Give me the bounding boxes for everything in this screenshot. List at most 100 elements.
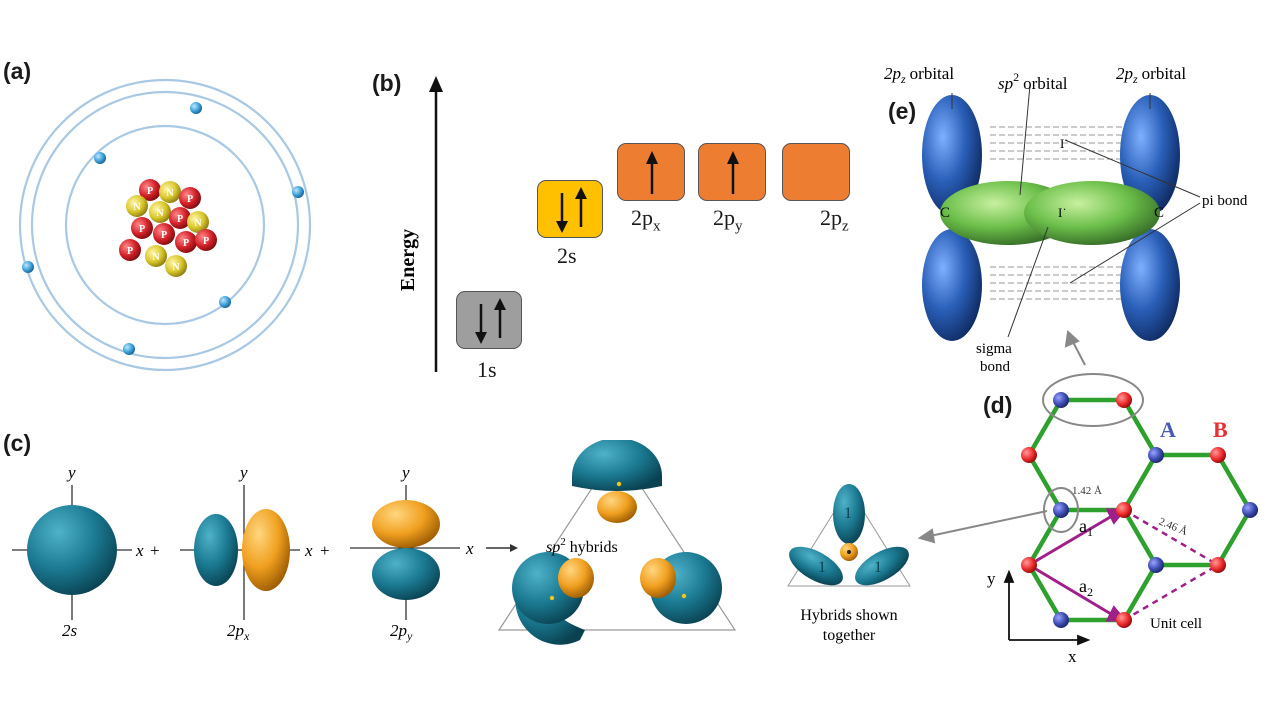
plus-sign-1: + [150, 541, 160, 560]
pz-lobe-left-top [922, 95, 982, 215]
outer-orbit-2 [30, 90, 300, 360]
sigma-bond-line1: sigma [976, 341, 1012, 357]
hybrids-together-line1: Hybrids shown [800, 607, 897, 624]
level-label-2px: 2px [631, 205, 661, 235]
electron-orbits [18, 78, 312, 372]
sp2-lobe-right [1024, 181, 1160, 245]
outer-orbit-1 [18, 78, 312, 372]
svg-text:N: N [166, 188, 174, 199]
orbital-2px: y x + 2px [180, 463, 330, 643]
paired-electron-arrows [475, 298, 506, 344]
orbital-2py: y x 2py [350, 463, 474, 643]
pz-lobe-right-bottom [1120, 229, 1180, 341]
level-label-2py: 2py [713, 205, 743, 235]
orbital-box-2s [537, 180, 603, 238]
pz-lobe-right-top [1120, 95, 1180, 215]
site-a-atoms [1053, 392, 1258, 628]
sigma-electron: I˙ [1058, 205, 1067, 220]
site-b-atoms [1021, 392, 1226, 628]
pointer-arrows [917, 330, 1086, 544]
axis-x-2py: x [465, 539, 474, 558]
lattice-constant-label: 2.46 Å [1157, 516, 1189, 538]
svg-text:1: 1 [818, 559, 826, 576]
label-2py: 2py [390, 621, 413, 643]
pi-bond-label: pi bond [1202, 193, 1248, 209]
panel-label-b: (b) [372, 70, 402, 96]
orbital-box-2pz [782, 143, 850, 201]
label-2px: 2px [227, 621, 250, 643]
svg-text:1: 1 [844, 505, 852, 522]
svg-text:P: P [161, 230, 167, 241]
arrow-to-hybrids [486, 544, 518, 552]
bond-length-label: 1.42 Å [1072, 485, 1102, 497]
panel-label-e: (e) [888, 98, 917, 124]
pi-electron-top: I˙ [1060, 136, 1069, 151]
hybrids-together-line2: together [823, 627, 876, 644]
svg-text:P: P [187, 194, 193, 205]
svg-text:P: P [183, 238, 189, 249]
carbon-left: C [940, 205, 950, 221]
panel-label-a: (a) [3, 58, 32, 84]
lattice-axis-x: x [1068, 647, 1077, 666]
svg-text:P: P [177, 214, 183, 225]
svg-text:N: N [194, 218, 202, 229]
energy-axis-label: Energy [397, 229, 419, 291]
electrons [22, 102, 304, 355]
lattice-axis-y: y [987, 569, 996, 588]
axis-x-2px: x [304, 541, 313, 560]
axis-y-2s: y [66, 463, 76, 482]
orbital-2s: y x + 2s [12, 463, 160, 640]
sigma-bond-line2: bond [980, 359, 1011, 375]
svg-text:N: N [133, 202, 141, 213]
annotation-leaders [951, 84, 1201, 338]
axis-y-2py: y [400, 463, 410, 482]
single-electron-arrow [727, 151, 739, 194]
sp2-hybridization: y x + 2s y x + 2px y x 2py [12, 440, 911, 645]
inner-orbit [64, 124, 266, 326]
panel-label-d: (d) [983, 392, 1013, 418]
svg-text:P: P [127, 246, 133, 257]
svg-text:N: N [152, 252, 160, 263]
orbital-box-1s [456, 291, 522, 349]
svg-text:N: N [172, 262, 180, 273]
svg-text:1: 1 [874, 559, 882, 576]
carbon-right: C [1154, 205, 1164, 221]
level-label-2pz: 2pz [820, 205, 849, 235]
level-label-2s: 2s [557, 243, 577, 268]
axis-y-2px: y [238, 463, 248, 482]
svg-text:P: P [203, 236, 209, 247]
hybrids-together: 1 1 1 Hybrids shown together [787, 484, 911, 644]
orbital-box-2py [698, 143, 766, 201]
single-electron-arrow [646, 151, 658, 194]
pi-overlap-dashes [990, 126, 1130, 300]
axis-x-2s: x [135, 541, 144, 560]
plus-sign-2: + [320, 541, 330, 560]
lattice-axes [1003, 569, 1091, 646]
nucleus: P N P N N P N P P P P P N N [119, 179, 217, 277]
atom-model: P N P N N P N P P P P P N N [18, 78, 312, 372]
label-2s: 2s [62, 621, 78, 640]
unit-cell-label: Unit cell [1150, 616, 1202, 632]
highlight-ellipses [1042, 373, 1144, 533]
site-b-label: B [1213, 417, 1228, 442]
level-label-1s: 1s [477, 357, 497, 382]
pz-lobe-left-bottom [922, 229, 982, 341]
vector-a2-label: a2 [1079, 576, 1093, 599]
panel-label-c: (c) [3, 430, 32, 456]
vector-a1-label: a1 [1079, 516, 1093, 539]
energy-diagram: Energy [397, 76, 443, 372]
paired-electron-arrows [556, 187, 587, 233]
site-a-label: A [1160, 417, 1176, 442]
svg-text:P: P [139, 224, 145, 235]
svg-text:N: N [156, 208, 164, 219]
energy-axis-arrowhead [429, 76, 443, 92]
svg-text:P: P [147, 186, 153, 197]
